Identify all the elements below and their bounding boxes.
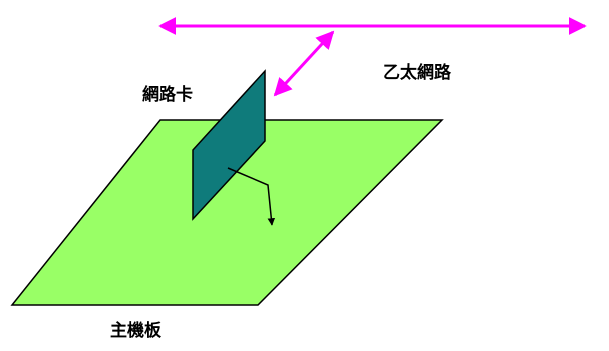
network-card-plane — [192, 69, 266, 221]
network-card-label: 網路卡 — [142, 85, 193, 105]
motherboard-label: 主機板 — [110, 321, 161, 341]
motherboard-board — [10, 119, 444, 306]
nic-ethernet-link-arrow — [273, 30, 335, 97]
card-to-board-arrow — [227, 167, 276, 226]
ethernet-label: 乙太網路 — [383, 63, 451, 83]
